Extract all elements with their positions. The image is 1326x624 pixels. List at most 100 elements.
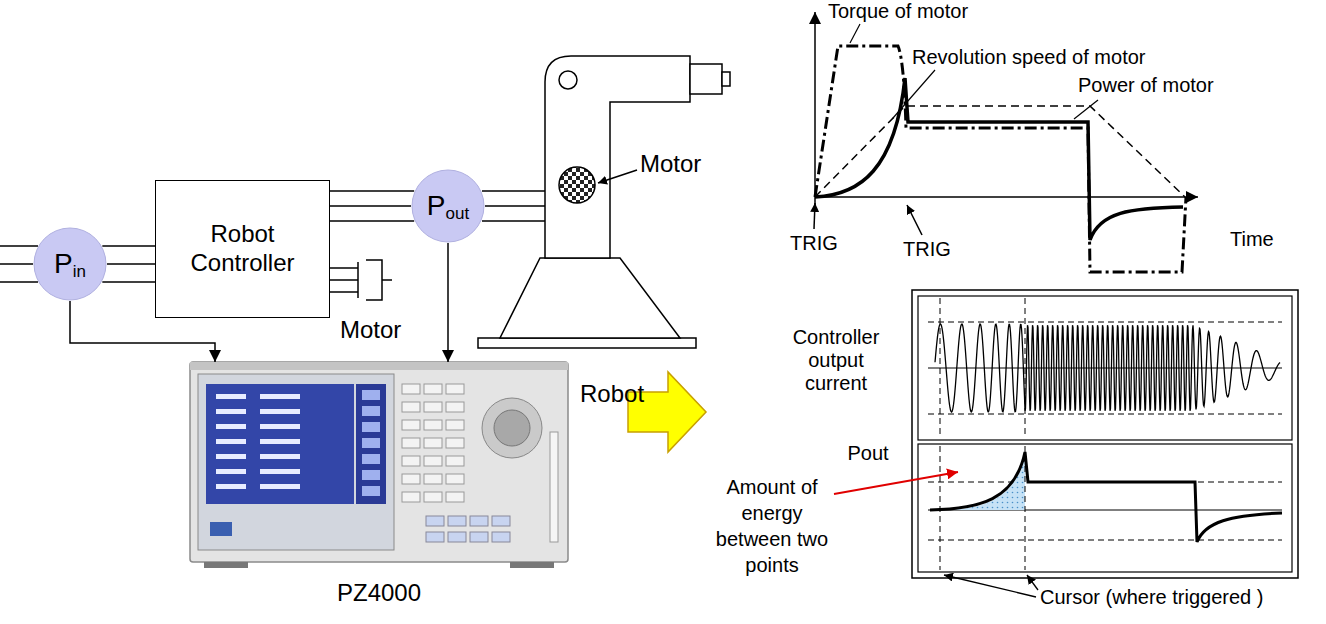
waveform-display <box>940 446 941 570</box>
motor-wires <box>482 191 545 221</box>
instrument-illustration <box>402 420 420 430</box>
waveform-display <box>928 322 1282 323</box>
robot-illustration <box>722 72 730 86</box>
instrument-illustration <box>260 409 300 414</box>
robot-illustration <box>559 71 577 89</box>
instrument-illustration <box>492 516 510 526</box>
instrument-illustration <box>402 456 420 466</box>
instrument-illustration <box>362 470 380 480</box>
motor-chart <box>815 196 1198 198</box>
input-wires <box>0 245 38 247</box>
motor-symbol <box>330 267 358 269</box>
motor-symbol <box>382 279 392 281</box>
curve-label: Revolution speed of motor <box>912 46 1192 69</box>
instrument-illustration <box>446 474 464 484</box>
instrument-illustration <box>446 492 464 502</box>
instrument-illustration <box>446 456 464 466</box>
motor-symbol <box>357 262 359 298</box>
instrument-illustration <box>216 394 246 399</box>
instrument-illustration <box>362 390 380 400</box>
robot-illustration <box>500 258 680 338</box>
instrument: PZ4000 <box>190 362 568 607</box>
wire <box>330 190 414 192</box>
instrument-illustration <box>424 384 442 394</box>
motor-symbol <box>330 279 358 281</box>
instrument-illustration <box>216 384 510 542</box>
instrument-illustration <box>402 492 420 502</box>
instrument-illustration <box>216 424 246 429</box>
instrument-illustration <box>446 384 464 394</box>
motor-chart <box>814 12 1198 272</box>
instrument-illustration <box>362 422 380 432</box>
instrument-illustration <box>482 398 542 458</box>
instrument-illustration <box>260 454 300 459</box>
instrument-illustration <box>362 438 380 448</box>
instrument-illustration <box>448 516 466 526</box>
waveform-display <box>930 452 1282 542</box>
instrument-illustration <box>424 438 442 448</box>
curve-label: Power of motor <box>1078 74 1278 97</box>
symbol-text: P <box>427 190 446 222</box>
instrument-illustration <box>402 384 420 394</box>
waveform-display <box>935 324 1280 412</box>
leader-line <box>1027 575 1038 590</box>
instrument-illustration <box>470 516 488 526</box>
instrument-illustration <box>446 402 464 412</box>
motor-chart <box>907 205 922 235</box>
subscript-text: in <box>73 262 86 282</box>
waveform-display <box>928 414 1282 415</box>
wire <box>102 245 155 247</box>
instrument-illustration <box>494 410 530 446</box>
instrument-illustration <box>446 438 464 448</box>
waveform-display <box>918 296 1292 440</box>
circle-outline <box>412 170 484 242</box>
instrument-illustration <box>426 516 444 526</box>
wire <box>330 220 414 222</box>
part-label: Motor <box>340 316 440 344</box>
waveform-display <box>1025 298 1026 438</box>
instrument-illustration <box>206 384 354 504</box>
instrument-illustration <box>424 492 442 502</box>
leader-line <box>598 170 637 183</box>
measurement-point: Pout <box>411 169 485 243</box>
instrument-illustration <box>510 562 554 568</box>
waveform-display <box>912 290 1298 578</box>
instrument-illustration <box>190 362 568 562</box>
annotation-label: Cursor (where triggered ) <box>1040 586 1316 609</box>
robot-illustration <box>690 64 722 94</box>
motor-chart <box>893 70 935 118</box>
instrument-illustration <box>356 384 386 504</box>
subscript-text: out <box>446 204 470 224</box>
symbol-text: P <box>54 248 73 280</box>
motor-symbol <box>330 260 392 300</box>
motor-wires <box>485 205 545 207</box>
input-wires <box>0 246 38 282</box>
instrument-illustration <box>260 469 300 474</box>
motor-chart <box>850 24 860 43</box>
circle-outline <box>34 228 106 300</box>
instrument-illustration <box>424 456 442 466</box>
instrument-illustration <box>260 439 300 444</box>
node-label: Robot Controller <box>164 220 321 278</box>
instrument-illustration <box>550 432 558 542</box>
robot-illustration <box>559 167 595 203</box>
motor-symbol <box>366 260 382 300</box>
waveform-display <box>928 368 1282 369</box>
waveform-display <box>918 444 1292 572</box>
instrument-illustration <box>216 484 246 489</box>
curve-label: Torque of motor <box>828 0 1028 23</box>
motor-wires <box>482 220 545 222</box>
connector <box>330 205 411 207</box>
connector <box>107 263 155 265</box>
instrument-illustration <box>492 532 510 542</box>
waveform-display <box>928 540 1282 541</box>
connector <box>447 243 449 362</box>
instrument-illustration <box>210 522 232 536</box>
instrument-illustration <box>198 374 394 550</box>
instrument-illustration <box>426 532 444 542</box>
trigger-label: TRIG <box>782 232 846 255</box>
instrument-illustration <box>362 406 380 416</box>
motor-chart <box>815 78 1183 240</box>
instrument-illustration <box>424 420 442 430</box>
